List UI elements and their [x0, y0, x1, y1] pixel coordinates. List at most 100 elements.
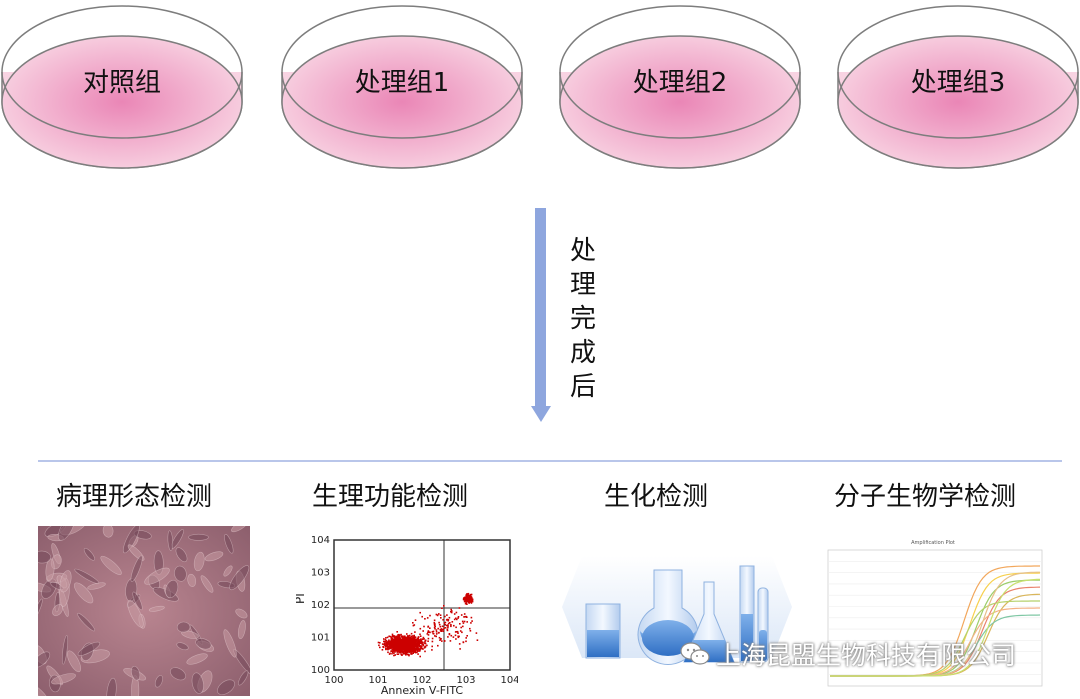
- flow-dot: [403, 638, 406, 641]
- flow-dot: [399, 646, 401, 649]
- flow-dot: [394, 636, 397, 638]
- flow-dot: [471, 598, 473, 601]
- arrow-caption-char: 成: [569, 338, 596, 368]
- flow-dot: [387, 647, 389, 650]
- flow-y-tick: 100: [311, 665, 330, 676]
- flow-dot: [454, 631, 457, 633]
- flow-dot: [414, 631, 416, 633]
- flow-dot: [456, 618, 458, 621]
- flow-dot: [384, 638, 387, 641]
- flow-dot: [389, 647, 392, 650]
- flow-dot: [393, 643, 396, 646]
- flow-dot: [400, 643, 403, 645]
- cell-shape: [165, 579, 179, 599]
- flow-dot: [391, 646, 393, 649]
- flow-x-tick: 102: [412, 675, 431, 686]
- flow-dot: [386, 636, 389, 639]
- cell-shape: [38, 550, 52, 564]
- flow-dot: [420, 647, 423, 650]
- flow-dot: [417, 636, 420, 638]
- flow-dot: [390, 650, 392, 653]
- flow-dot: [397, 653, 400, 655]
- flow-dot: [392, 642, 394, 645]
- flow-dot: [426, 644, 428, 647]
- cell-shape: [38, 598, 43, 619]
- flow-dot: [420, 646, 422, 648]
- cell-shape: [238, 670, 249, 686]
- flow-dot: [390, 641, 392, 644]
- flow-dot: [406, 637, 409, 639]
- flow-dot: [401, 648, 403, 650]
- flow-dot: [411, 653, 413, 655]
- flow-dot: [386, 645, 389, 648]
- flow-dot: [390, 642, 393, 644]
- flow-dot: [464, 598, 466, 601]
- flow-dot: [470, 599, 473, 602]
- flow-dot: [435, 633, 438, 635]
- flow-dot: [419, 642, 422, 645]
- flow-dot: [470, 597, 473, 600]
- cell-shape: [229, 565, 250, 591]
- flow-dot: [403, 647, 406, 650]
- flow-dot: [418, 640, 421, 643]
- flow-dot: [408, 634, 411, 637]
- cell-shape: [176, 621, 191, 633]
- flow-dot: [398, 643, 400, 645]
- flow-dot: [412, 651, 415, 653]
- flow-dot: [404, 639, 407, 641]
- cell-shape: [59, 570, 72, 593]
- flow-dot: [398, 647, 400, 650]
- flow-dot: [469, 596, 471, 598]
- flow-dot: [443, 627, 445, 629]
- flow-dot: [421, 643, 424, 646]
- flow-dot: [391, 643, 394, 645]
- flow-dot: [405, 652, 407, 655]
- flow-dot: [413, 644, 415, 646]
- flow-dot: [438, 631, 440, 634]
- flow-dot: [409, 650, 412, 652]
- flow-dot: [404, 649, 406, 651]
- flow-dot: [465, 637, 467, 639]
- flow-dot: [404, 645, 407, 647]
- flow-dot: [446, 618, 449, 621]
- flow-dot: [422, 638, 424, 640]
- flow-dot: [450, 625, 452, 628]
- flow-dot: [395, 638, 397, 641]
- flow-y-tick: 102: [311, 600, 330, 611]
- flow-dot: [406, 633, 408, 635]
- flow-dot: [451, 610, 453, 612]
- flow-dot: [417, 653, 419, 655]
- flow-dot: [405, 637, 407, 639]
- flow-dot: [423, 638, 425, 640]
- cell-shape: [61, 635, 69, 665]
- flow-dot: [465, 601, 467, 603]
- flow-dot: [396, 641, 399, 644]
- flow-dot: [387, 648, 389, 651]
- flow-dot: [389, 635, 392, 638]
- flow-dot: [458, 635, 460, 638]
- flow-dot: [397, 648, 399, 650]
- flow-dot: [400, 642, 402, 644]
- flow-dot: [466, 616, 468, 618]
- flow-dot: [398, 637, 400, 640]
- flow-dot: [399, 648, 402, 651]
- flow-dot: [461, 631, 463, 634]
- cell-shape: [132, 591, 143, 611]
- flow-dot: [417, 642, 420, 644]
- amp-curve: [830, 578, 1041, 677]
- flow-dot: [394, 641, 396, 644]
- flow-dot: [403, 651, 406, 653]
- flow-dot: [440, 638, 442, 640]
- flow-x-tick: 104: [500, 675, 518, 686]
- flow-dot: [391, 633, 394, 636]
- flow-dot: [412, 640, 414, 642]
- flow-dot: [395, 649, 398, 652]
- flow-dot: [397, 638, 399, 641]
- flow-dot: [460, 614, 463, 616]
- flow-dot: [468, 599, 470, 602]
- flow-dot: [469, 630, 472, 632]
- flow-dot: [426, 617, 429, 619]
- cell-shape: [87, 582, 106, 590]
- cell-shape: [191, 672, 204, 694]
- flow-dot: [422, 644, 425, 647]
